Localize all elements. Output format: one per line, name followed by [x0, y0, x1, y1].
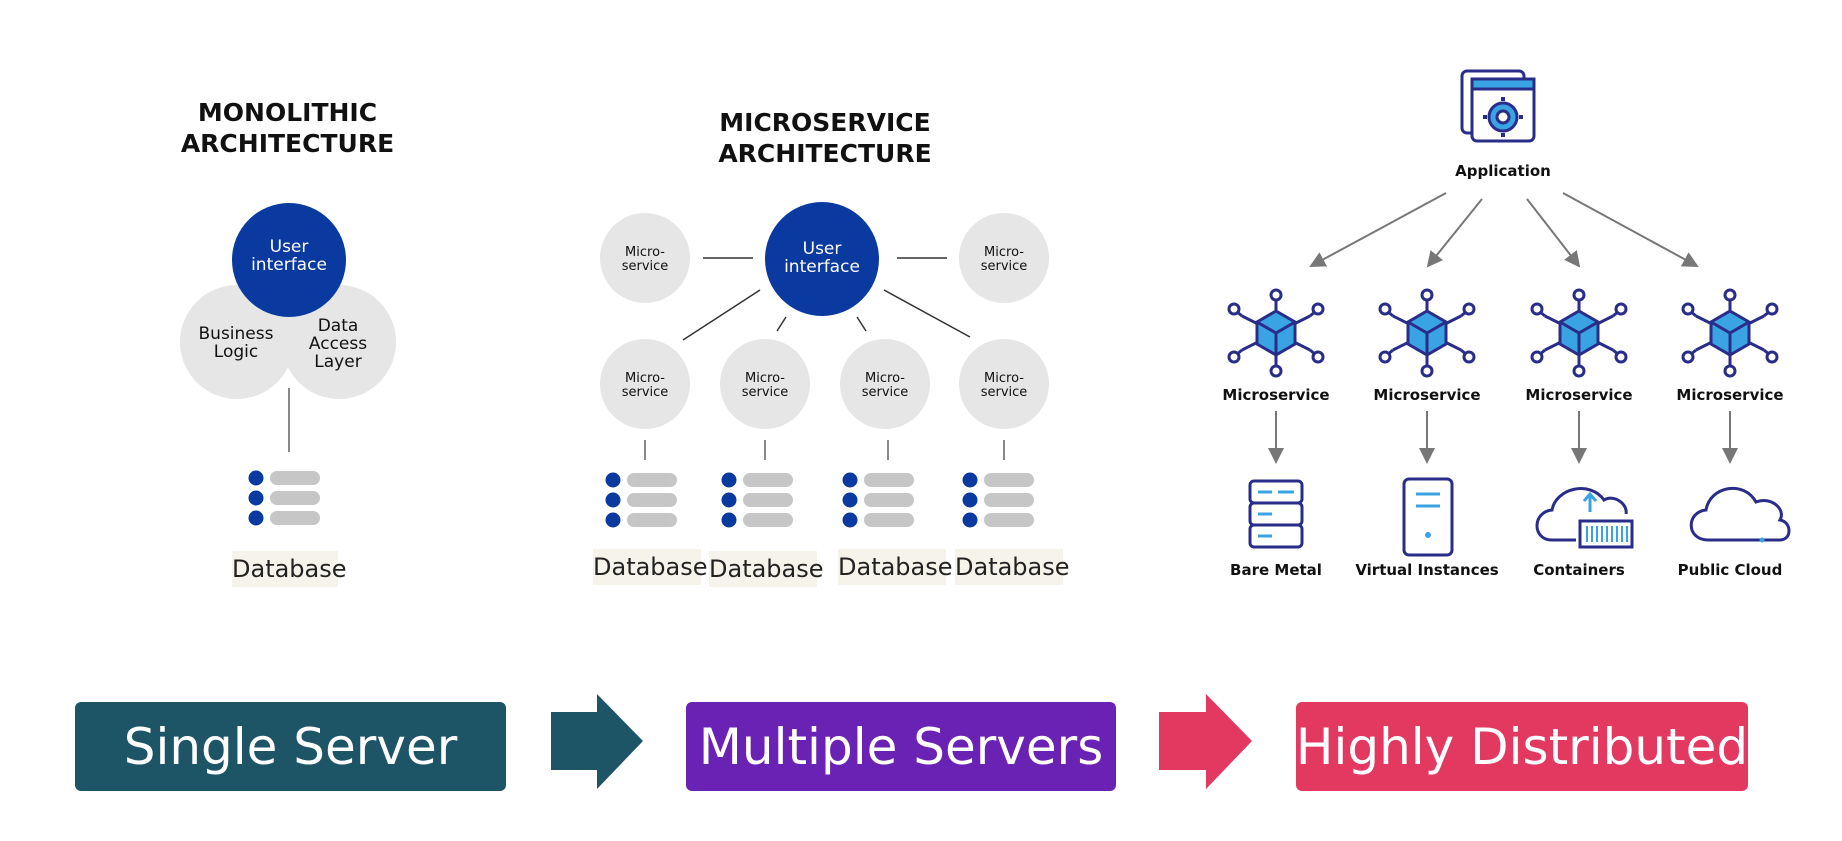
microservice-label: Microservice: [1373, 386, 1481, 404]
microservice-cube-icon: [1378, 288, 1476, 378]
data-access-layer-circle: [282, 285, 396, 399]
single-server-banner: Single Server: [75, 702, 506, 791]
microservice-circle: [840, 339, 930, 429]
public-cloud-label: Public Cloud: [1677, 561, 1783, 579]
database-label: Database: [955, 549, 1070, 585]
microservice-circle: [959, 339, 1049, 429]
application-gear-icon: [1460, 69, 1536, 143]
highly-distributed-banner: Highly Distributed: [1296, 702, 1748, 791]
monolithic-venn: [180, 203, 396, 399]
microservice-label: Micro-service: [980, 245, 1028, 274]
microservice-cube-icon: [1681, 288, 1779, 378]
microservice-title: MICROSERVICE ARCHITECTURE: [718, 108, 932, 168]
microservice-cube-icon: [1227, 288, 1325, 378]
user-interface-circle: [765, 202, 879, 316]
multiple-servers-banner: Multiple Servers: [686, 702, 1116, 791]
microservice-circle: [720, 339, 810, 429]
application-label: Application: [1455, 162, 1551, 180]
virtual-instances-label: Virtual Instances: [1355, 561, 1499, 579]
public-cloud-icon: [1689, 486, 1791, 543]
arrow-right-icon: [551, 694, 643, 789]
database-label: Database: [709, 551, 824, 587]
micro-database-icon: [962, 472, 1034, 528]
microservice-label: Microservice: [1222, 386, 1330, 404]
microservice-cube-icon: [1530, 288, 1628, 378]
bare-metal-label: Bare Metal: [1230, 561, 1322, 579]
data-access-layer-label: Data Access Layer: [308, 316, 368, 372]
mono-database-icon: [248, 470, 320, 526]
business-logic-label: Business Logic: [198, 324, 274, 362]
containers-icon: [1535, 487, 1634, 549]
microservice-circle: [959, 213, 1049, 303]
business-logic-circle: [180, 285, 294, 399]
ui-label: User interface: [784, 239, 860, 277]
database-label: Database: [593, 549, 708, 585]
micro-db-connectors: [644, 440, 1005, 460]
microservice-label: Microservice: [1676, 386, 1784, 404]
deploy-arrows: [1268, 411, 1738, 464]
ui-label: User interface: [251, 237, 327, 275]
microservice-label: Micro-service: [621, 371, 669, 400]
micro-database-icon: [842, 472, 914, 528]
microservice-label: Micro-service: [741, 371, 789, 400]
micro-database-icon: [721, 472, 793, 528]
database-label: Database: [838, 549, 953, 585]
microservice-label: Microservice: [1525, 386, 1633, 404]
virtual-instance-icon: [1402, 477, 1454, 557]
microservice-label: Micro-service: [861, 371, 909, 400]
monolithic-title: MONOLITHIC ARCHITECTURE: [180, 98, 395, 158]
user-interface-circle: [232, 203, 346, 317]
microservice-circle: [600, 213, 690, 303]
database-label: Database: [232, 551, 347, 587]
microservice-label: Micro-service: [621, 245, 669, 274]
arrow-right-icon: [1159, 694, 1252, 789]
microservice-circle: [600, 339, 690, 429]
application-arrows: [1309, 192, 1699, 268]
containers-label: Containers: [1533, 561, 1625, 579]
bare-metal-icon: [1248, 479, 1304, 549]
micro-connectors: [682, 257, 971, 341]
micro-database-icon: [605, 472, 677, 528]
microservice-label: Micro-service: [980, 371, 1028, 400]
